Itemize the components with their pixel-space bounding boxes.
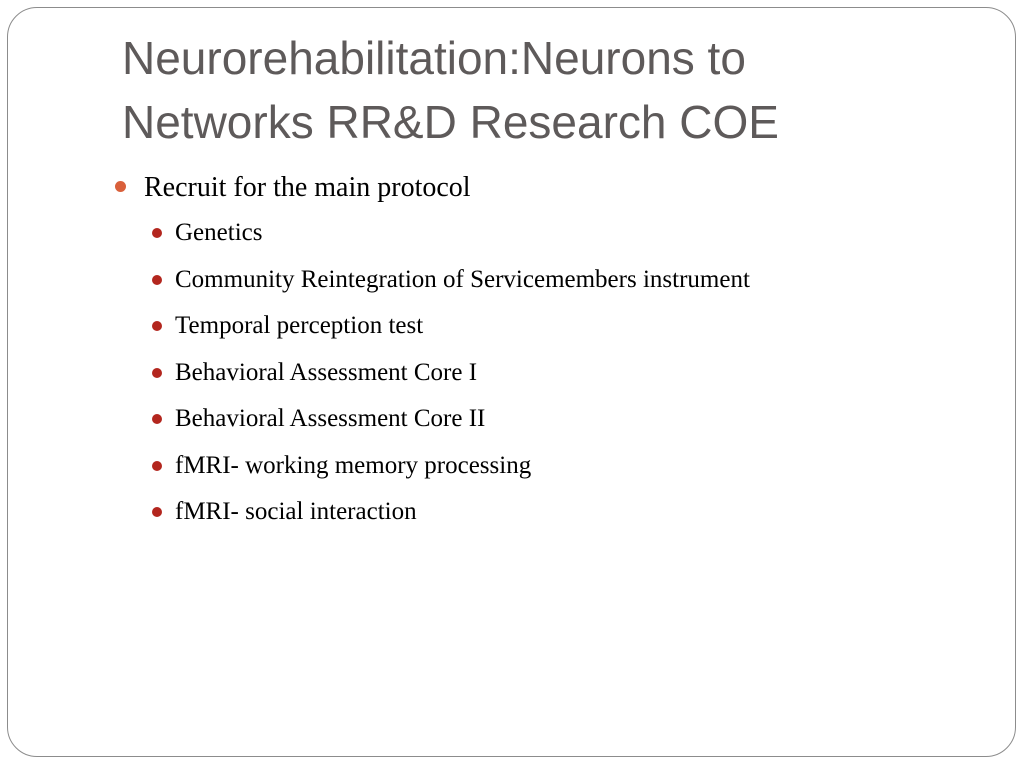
sub-bullet-item: fMRI- social interaction (114, 489, 974, 536)
sub-bullet-item: Community Reintegration of Servicemember… (114, 257, 974, 304)
slide-title-line-2: Networks RR&D Research COE (122, 96, 779, 148)
sub-bullet-dot-icon (152, 274, 162, 285)
bullet-dot-icon (115, 181, 126, 192)
sub-bullet-item: Genetics (114, 210, 974, 257)
slide-title: Neurorehabilitation:Neurons to Networks … (122, 26, 982, 154)
sub-bullet-dot-icon (152, 321, 162, 331)
sub-bullet-dot-icon (152, 367, 162, 378)
sub-bullet-dot-icon (152, 507, 162, 517)
sub-bullet-text: fMRI- social interaction (175, 498, 417, 525)
sub-bullet-text: Behavioral Assessment Core II (175, 405, 486, 432)
sub-bullet-item: Behavioral Assessment Core II (114, 396, 974, 443)
sub-bullet-dot-icon (152, 228, 162, 238)
slide-title-line-1: Neurorehabilitation:Neurons to (122, 32, 746, 84)
sub-bullet-text: Temporal perception test (175, 312, 424, 339)
sub-bullet-item: Temporal perception test (114, 303, 974, 350)
sub-bullet-list: Genetics Community Reintegration of Serv… (114, 210, 974, 536)
sub-bullet-text: Behavioral Assessment Core I (175, 358, 478, 386)
bullet-text: Recruit for the main protocol (144, 172, 471, 203)
sub-bullet-item: fMRI- working memory processing (114, 443, 974, 490)
sub-bullet-text: Community Reintegration of Servicemember… (175, 265, 750, 293)
slide-body: Recruit for the main protocol Genetics C… (114, 166, 974, 536)
bullet-item: Recruit for the main protocol (114, 166, 974, 210)
sub-bullet-dot-icon (152, 460, 162, 471)
sub-bullet-text: Genetics (175, 219, 263, 246)
sub-bullet-text: fMRI- working memory processing (175, 451, 532, 479)
slide-frame: Neurorehabilitation:Neurons to Networks … (7, 7, 1016, 757)
sub-bullet-item: Behavioral Assessment Core I (114, 350, 974, 397)
sub-bullet-dot-icon (152, 414, 162, 424)
